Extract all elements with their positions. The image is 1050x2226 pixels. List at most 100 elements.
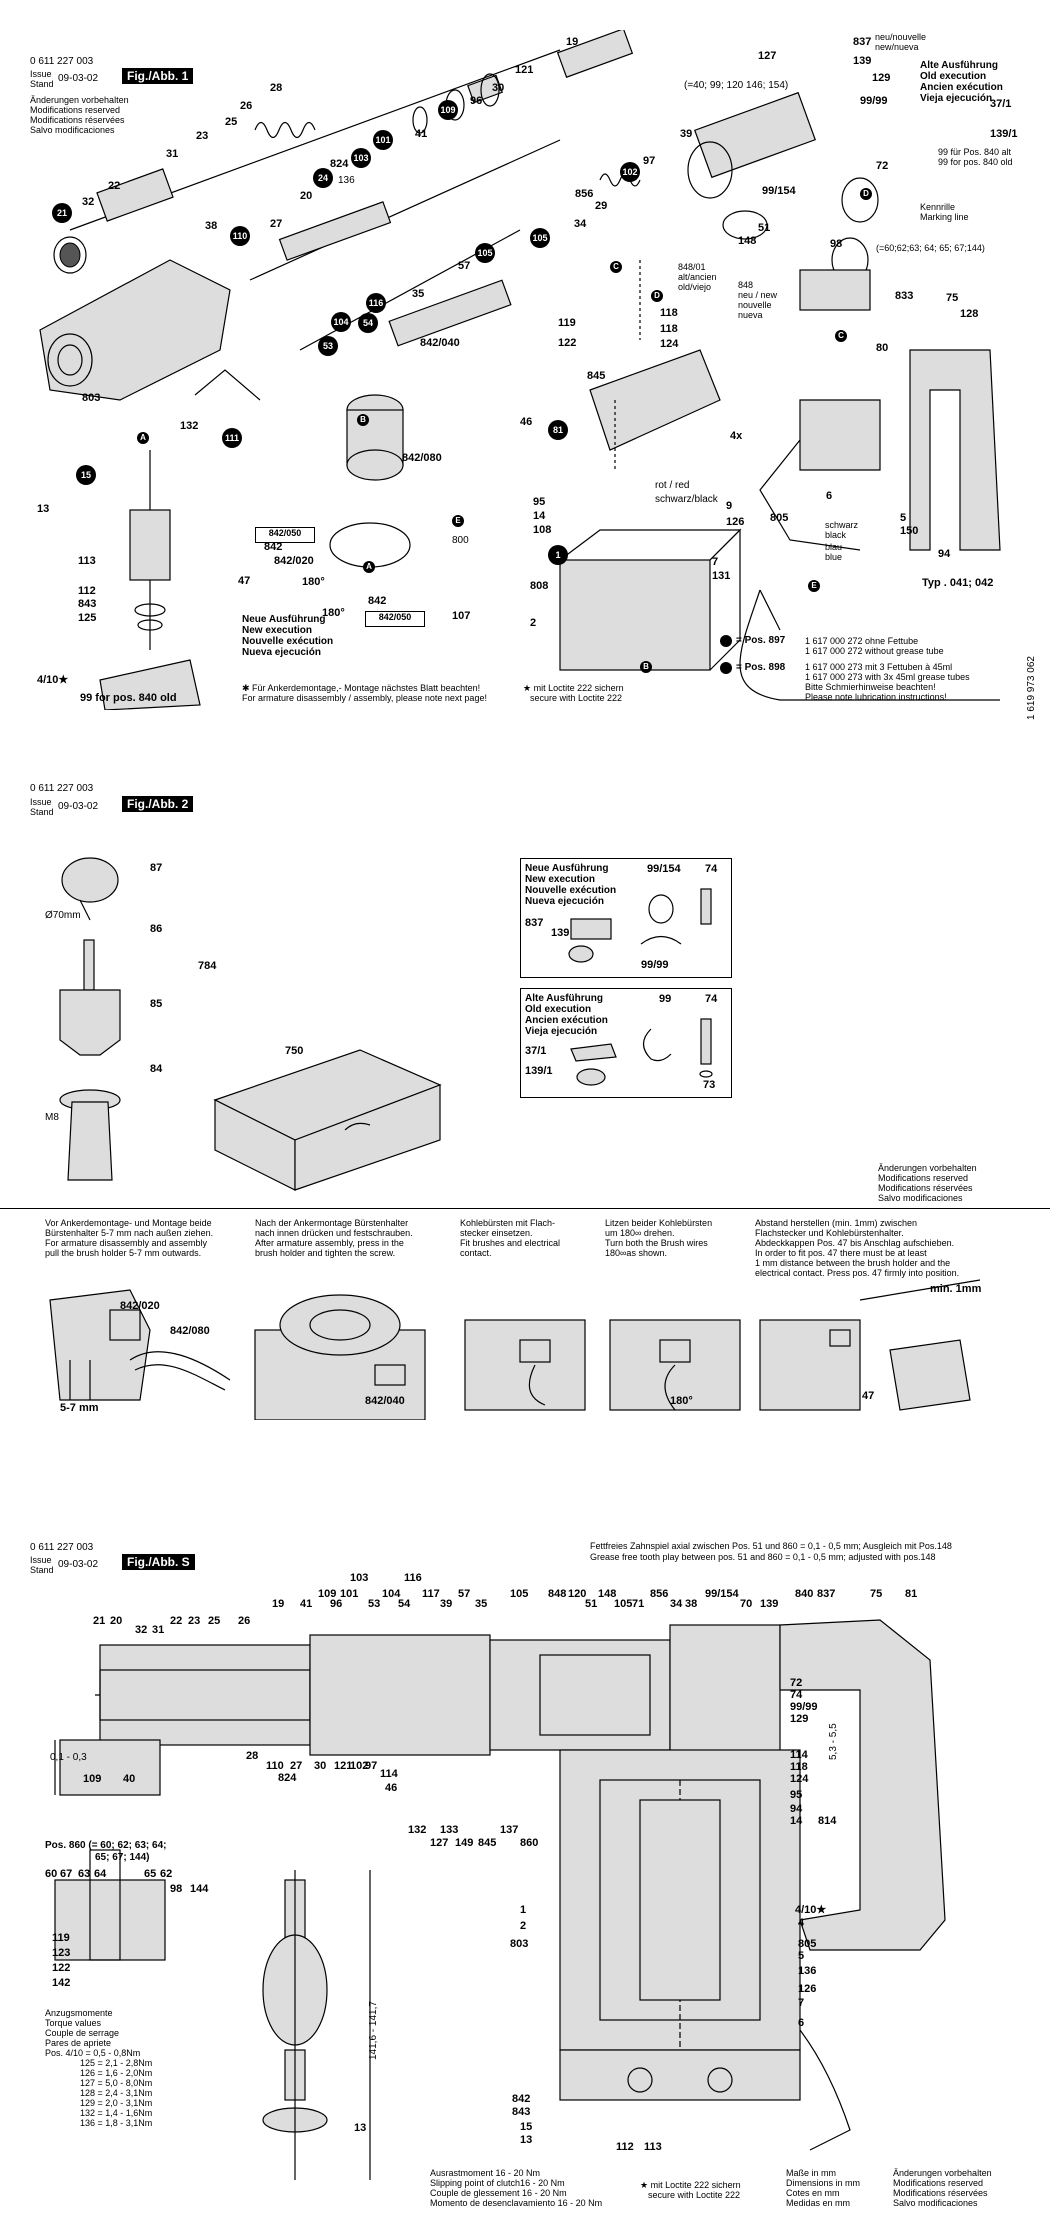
part-number: 142 (52, 1977, 71, 1989)
part-number: 26 (240, 100, 253, 112)
part-number: 842 (368, 595, 387, 607)
part-number: 20 (110, 1615, 123, 1627)
part-number: 46 (385, 1782, 398, 1794)
new-exec-title: Nueva ejecución (525, 896, 604, 907)
circled-part: 105 (475, 243, 495, 263)
part-number: 121 (515, 64, 534, 76)
part-number: 856 (575, 188, 594, 200)
part-number: 848 (548, 1588, 567, 1600)
dimension-label: 5-7 mm (60, 1402, 99, 1414)
typ-label: Typ . 041; 042 (922, 577, 994, 589)
part-number: 35 (412, 288, 425, 300)
part-number: 99 (659, 993, 672, 1005)
part-number: 14 (790, 1815, 803, 1827)
circled-part: 109 (438, 100, 458, 120)
part-number: 116 (404, 1572, 422, 1584)
circled-part: 104 (331, 312, 351, 332)
part-number: 34 (574, 218, 587, 230)
part-number: 180° (322, 607, 345, 619)
part-number: 5 (798, 1950, 805, 1962)
circled-part: 105 (530, 228, 550, 248)
circled-part: 1 (548, 545, 568, 565)
part-number: 1 (520, 1904, 527, 1916)
part-number: 124 (790, 1773, 809, 1785)
part-number: 71 (632, 1598, 645, 1610)
circle-letter-d: D (651, 290, 663, 302)
pos898-text: 1 617 000 273 mit 3 Fettuben à 45ml (805, 662, 953, 672)
stand-label: Stand (30, 79, 54, 89)
part-number: 39 (680, 128, 693, 140)
part-number: 148 (738, 235, 757, 247)
new-exec-title: Nouvelle exécution (525, 885, 617, 896)
circled-part: 53 (318, 336, 338, 356)
part-number: 22 (108, 180, 121, 192)
part-number: 842/080 (170, 1325, 210, 1337)
part-number: 41 (415, 128, 428, 140)
instruction-text: Bürstenhalter 5-7 mm nach außen ziehen. (45, 1228, 214, 1238)
loctite-note: secure with Loctite 222 (648, 2190, 741, 2200)
pos860-title: Pos. 860 (= 60; 62; 63; 64; (45, 1840, 167, 1851)
part-number: 32 (135, 1624, 148, 1636)
part-number: 122 (558, 337, 577, 349)
reserved-line: Salvo modificaciones (893, 2198, 978, 2208)
part-number: 129 (872, 72, 891, 84)
pos897-text: 1 617 000 272 without grease tube (805, 646, 944, 656)
thread-label: M8 (45, 1112, 59, 1123)
part-number: 144 (190, 1883, 209, 1895)
instruction-text: Vor Ankerdemontage- und Montage beide (45, 1218, 212, 1228)
circle-letter-a: A (137, 432, 149, 444)
part-number: 837 (853, 36, 872, 48)
circled-part: 21 (52, 203, 72, 223)
part-number: 81 (905, 1588, 918, 1600)
torque-value: 132 = 1,4 - 1,6Nm (80, 2108, 153, 2118)
pos840-note: 99 for pos. 840 old (938, 157, 1013, 167)
loctite-note: ★ mit Loctite 222 sichern (523, 683, 624, 693)
new-exec-label: Nouvelle exécution (242, 636, 334, 647)
loctite-note: ★ mit Loctite 222 sichern (640, 2180, 741, 2190)
reserved-line: Salvo modificaciones (30, 125, 115, 135)
figS-cross-section (54, 1619, 946, 2180)
reserved-line: Modifications réservées (893, 2188, 988, 2198)
part-number: 803 (510, 1938, 529, 1950)
part-number: 842 (512, 2093, 531, 2105)
part-number: 119 (52, 1932, 70, 1944)
issue-label: Issue (30, 1555, 52, 1565)
part-number: 112 (78, 585, 96, 597)
rotation-label: 180° (670, 1395, 693, 1407)
torque-title: Torque values (45, 2018, 102, 2028)
part-number: 74 (705, 863, 718, 875)
part-number: 121 (334, 1760, 353, 1772)
doc-number: 0 611 227 003 (30, 783, 94, 794)
part-number: 97 (365, 1760, 378, 1772)
figure-title: Fig./Abb. S (122, 1554, 195, 1570)
part-number: 41 (300, 1598, 313, 1610)
part-number: 34 (670, 1598, 683, 1610)
part-number: 126 (798, 1983, 817, 1995)
instruction-text: Fit brushes and electrical (460, 1238, 561, 1248)
torque-value: 127 = 5,0 - 8,0Nm (80, 2078, 153, 2088)
part-number: 30 (492, 82, 505, 94)
bracket-860: (=60;62;63; 64; 65; 67;144) (876, 243, 985, 253)
part-number: 856 (650, 1588, 669, 1600)
fig2-drawing (59, 857, 442, 1191)
part-number: 109 (83, 1773, 102, 1785)
part-number: 132 (408, 1824, 427, 1836)
part-number: 128 (960, 308, 979, 320)
instruction-text: contact. (460, 1248, 492, 1258)
units-note: Maße in mm (786, 2168, 837, 2178)
part-number: 20 (300, 190, 313, 202)
circle-letter-b: B (357, 414, 369, 426)
part-number: 6 (798, 2017, 805, 2029)
new-label: new/nueva (875, 42, 919, 52)
part-number: 99/99 (790, 1701, 818, 1713)
doc-number: 0 611 227 003 (30, 56, 94, 67)
part-number: 47 (238, 575, 251, 587)
part-number: 837 (525, 917, 544, 929)
part-number: 104 (382, 1588, 401, 1600)
new-exec-title: New execution (525, 874, 596, 885)
header-note: Fettfreies Zahnspiel axial zwischen Pos.… (590, 1541, 952, 1551)
quantity-label: 136 (338, 175, 355, 186)
part-number: 824 (278, 1772, 297, 1784)
reserved-line: Modifications reserved (30, 105, 121, 115)
part-number: 21 (93, 1615, 106, 1627)
